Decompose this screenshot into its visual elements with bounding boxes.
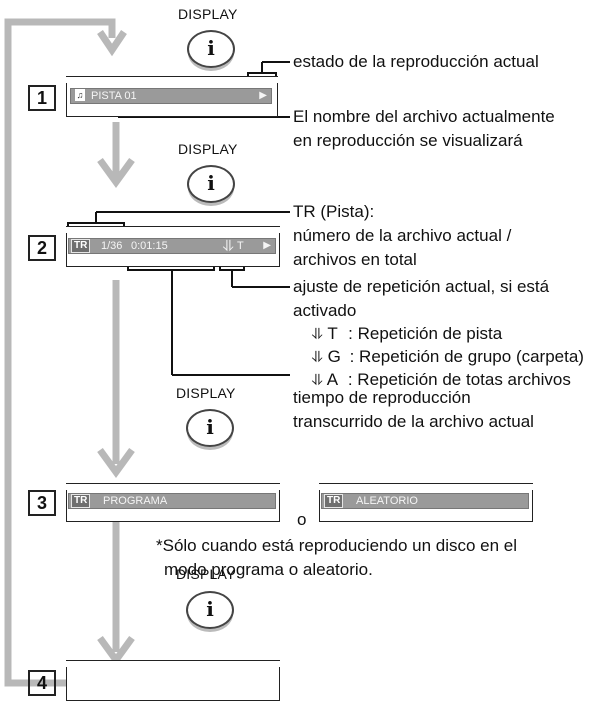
repeat-mode-key: G: [327, 347, 341, 366]
osd-bar-step2: TR 1/36 0:01:15 ⥥ T ▶: [68, 238, 276, 254]
callout-time-line2: transcurrido de la archivo actual: [293, 412, 534, 431]
repeat-mode-desc: : Repetición de totas archivos: [347, 370, 571, 389]
callout-tr-line1: TR (Pista):: [293, 202, 375, 221]
display-label-1: DISPLAY: [178, 6, 238, 22]
callout-playback-state: estado de la reproducción actual: [293, 52, 539, 71]
osd-tr-tag: TR: [71, 239, 91, 253]
footnote-line1: *Sólo cuando está reproduciendo un disco…: [156, 536, 518, 555]
tv-screen-step4-blank: [66, 660, 280, 701]
repeat-arrow-icon: ⥥: [312, 325, 323, 343]
play-triangle-icon: ▶: [259, 90, 267, 101]
osd-tr-tag: TR: [324, 494, 344, 508]
osd-bar-step1: ♫ PISTA 01 ▶: [70, 88, 272, 104]
osd-elapsed-time: 0:01:15: [131, 240, 168, 252]
repeat-mode-all: ⥥ A : Repetición de totas archivos: [312, 368, 571, 392]
repeat-mode-desc: : Repetición de grupo (carpeta): [349, 347, 584, 366]
osd-tr-tag: TR: [71, 494, 91, 508]
repeat-arrow-icon: ⥥: [312, 371, 323, 389]
callout-tr-line3: archivos en total: [293, 250, 417, 269]
info-button-icon[interactable]: i: [186, 409, 234, 447]
play-triangle-icon: ▶: [263, 240, 271, 251]
repeat-mode-track: ⥥ T : Repetición de pista: [312, 322, 502, 346]
display-label-2: DISPLAY: [178, 141, 238, 157]
osd-bar-random: TR ALEATORIO: [321, 493, 529, 509]
disc-icon: ♫: [75, 89, 85, 101]
callout-filename-line2: en reproducción se visualizará: [293, 131, 523, 150]
down-arrow-1: [97, 122, 135, 188]
info-button-icon[interactable]: i: [186, 591, 234, 629]
loop-return-arrow: [4, 18, 116, 687]
down-arrow-2: [97, 280, 135, 478]
step-number-2: 2: [28, 235, 56, 261]
osd-track-name: PISTA 01: [91, 90, 137, 102]
callout-filename-line1: El nombre del archivo actualmente: [293, 107, 555, 126]
display-label-4: DISPLAY: [176, 566, 236, 582]
osd-repeat-mode: T: [237, 240, 244, 252]
step-number-1: 1: [28, 85, 56, 111]
repeat-mode-key: A: [326, 370, 338, 389]
or-connector: o: [297, 510, 307, 529]
repeat-arrow-icon: ⥥: [312, 348, 323, 366]
repeat-mode-group: ⥥ G : Repetición de grupo (carpeta): [312, 345, 584, 369]
callout-time-line1: tiempo de reproducción: [293, 388, 471, 407]
osd-track-count: 1/36: [101, 240, 123, 252]
repeat-mode-desc: : Repetición de pista: [348, 324, 503, 343]
loop-return-arrowhead: [97, 30, 127, 57]
info-button-icon[interactable]: i: [187, 165, 235, 203]
callout-repeat-line2: activado: [293, 301, 357, 320]
footnote-line2: modo programa o aleatorio.: [164, 560, 373, 579]
osd-bar-program: TR PROGRAMA: [68, 493, 276, 509]
down-arrow-3: [97, 522, 135, 666]
step-number-4: 4: [28, 670, 56, 696]
repeat-arrow-icon: ⥥: [223, 237, 234, 255]
callout-tr-line2: número de la archivo actual /: [293, 226, 512, 245]
info-button-icon[interactable]: i: [187, 30, 235, 68]
osd-random-label: ALEATORIO: [356, 495, 418, 507]
step-number-3: 3: [28, 490, 56, 516]
osd-program-label: PROGRAMA: [103, 495, 168, 507]
display-label-3: DISPLAY: [176, 385, 236, 401]
repeat-mode-key: T: [327, 324, 338, 343]
callout-repeat-line1: ajuste de repetición actual, si está: [293, 277, 550, 296]
